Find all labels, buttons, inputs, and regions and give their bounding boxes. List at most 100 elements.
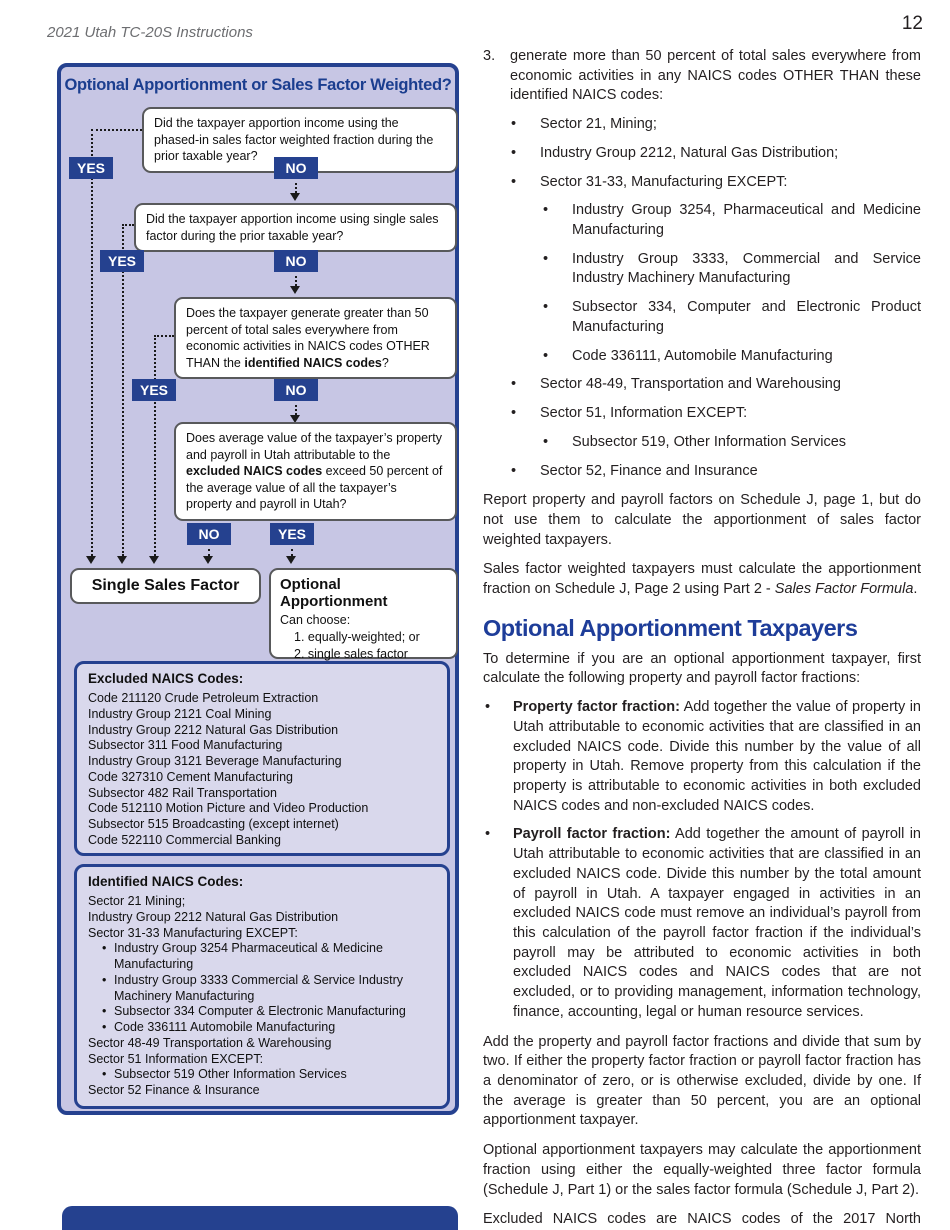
bullet-icon: • <box>543 299 549 316</box>
excluded-naics-title: Excluded NAICS Codes: <box>88 671 244 686</box>
naics-sub-item-text: Subsector 334 Computer & Electronic Manu… <box>114 1004 406 1019</box>
naics-item: Industry Group 2212 Natural Gas Distribu… <box>88 722 339 737</box>
no-badge-3: NO <box>274 379 318 401</box>
arrow-down-icon <box>117 556 127 564</box>
bullet-text: Subsector 334, Computer and Electronic P… <box>572 299 921 335</box>
no-badge-1: NO <box>274 157 318 179</box>
bullet-icon: • <box>511 405 517 422</box>
paragraph-text-italic: Sales Factor Formula <box>774 581 914 598</box>
bullet-text: Subsector 519, Other Information Service… <box>572 433 847 450</box>
naics-bullet-item: •Sector 52, Finance and Insurance <box>483 462 921 482</box>
naics-item: Subsector 515 Broadcasting (except inter… <box>88 817 339 831</box>
dashed-connector <box>291 549 293 556</box>
paragraph-text: Sales factor weighted taxpayers must cal… <box>483 561 921 598</box>
naics-item: Industry Group 2212 Natural Gas Distribu… <box>88 909 339 924</box>
naics-sub-item-text: Subsector 519 Other Information Services <box>114 1067 347 1082</box>
bullet-icon: • <box>511 376 517 393</box>
factor-bullet-property: • Property factor fraction: Add together … <box>483 698 921 816</box>
question-text: Does average value of the taxpayer’s pro… <box>186 431 442 462</box>
question-text: ? <box>381 355 389 370</box>
naics-item: Code 211120 Crude Petroleum Extraction <box>88 691 319 705</box>
question-box-4: Does average value of the taxpayer’s pro… <box>174 422 457 521</box>
naics-bullet-item: • Sector 21, Mining; <box>483 115 921 135</box>
question-box-3: Does the taxpayer generate greater than … <box>174 297 457 379</box>
excluded-naics-box: Excluded NAICS Codes: Code 211120 Crude … <box>74 661 450 856</box>
bullet-lead: Property factor fraction: <box>513 699 680 716</box>
paragraph-sales-factor: Sales factor weighted taxpayers must cal… <box>483 560 921 599</box>
naics-bullet-item: • Sector 51, Information EXCEPT: <box>483 404 921 424</box>
bullet-text: Industry Group 3333, Commercial and Serv… <box>572 250 921 287</box>
naics-sub-bullet-item: •Industry Group 3333, Commercial and Ser… <box>483 250 921 289</box>
no-badge-4: NO <box>187 523 231 545</box>
naics-item: Subsector 311 Food Manufacturing <box>88 738 283 753</box>
section-heading: Optional Apportionment Taxpayers <box>483 614 858 641</box>
dashed-connector <box>295 276 297 286</box>
factor-bullet-payroll: •Payroll factor fraction: Add together t… <box>483 825 921 1022</box>
bullet-icon: • <box>511 116 517 133</box>
optional-choice-line: Can choose: <box>280 613 351 627</box>
bullet-icon: • <box>102 941 107 956</box>
naics-sub-bullet-item: • Subsector 334, Computer and Electronic … <box>483 298 921 337</box>
bullet-text: Sector 21, Mining; <box>540 116 657 133</box>
arrow-down-icon <box>290 193 300 201</box>
arrow-down-icon <box>86 556 96 564</box>
dashed-connector <box>122 224 134 226</box>
naics-bullet-item: •Sector 31-33, Manufacturing EXCEPT: <box>483 173 921 193</box>
page-number: 12 <box>901 13 923 34</box>
yes-badge-4: YES <box>270 523 314 545</box>
flowchart-panel: Optional Apportionment or Sales Factor W… <box>57 63 459 1115</box>
result-single-sales-factor-box: Single Sales Factor <box>70 568 261 604</box>
dashed-connector <box>91 129 142 131</box>
arrow-down-icon <box>290 286 300 294</box>
bullet-text: Industry Group 3254, Pharmaceutical and … <box>572 202 921 239</box>
no-badge-2: NO <box>274 250 318 272</box>
naics-sub-item: •Code 336111 Automobile Manufacturing <box>88 1020 436 1036</box>
naics-sub-bullet-item: •Code 336111, Automobile Manufacturing <box>483 347 921 367</box>
arrow-down-icon <box>149 556 159 564</box>
naics-item: Sector 21 Mining; <box>88 894 186 908</box>
dashed-connector <box>295 183 297 193</box>
arrow-down-icon <box>290 415 300 423</box>
paragraph-report-factors: Report property and payroll factors on S… <box>483 492 921 548</box>
question-text-bold: excluded NAICS codes <box>186 464 323 478</box>
bullet-text: Sector 52, Finance and Insurance <box>540 462 758 479</box>
bullet-icon: • <box>485 699 491 716</box>
bullet-icon: • <box>102 972 107 987</box>
flowchart-title: Optional Apportionment or Sales Factor W… <box>64 76 452 94</box>
dashed-connector <box>154 335 174 337</box>
yes-badge-1: YES <box>69 157 113 179</box>
question-text-bold: identified NAICS codes <box>244 355 382 370</box>
naics-item: Industry Group 2121 Coal Mining <box>88 706 272 721</box>
bullet-text: Add together the amount of payroll in Ut… <box>513 826 921 1020</box>
bullet-text: Add together the value of property in Ut… <box>513 699 921 814</box>
next-panel-top-edge <box>62 1206 458 1230</box>
optional-choice-line: 2. single sales factor <box>294 646 408 661</box>
arrow-down-icon <box>286 556 296 564</box>
bullet-icon: • <box>543 202 549 219</box>
bullet-lead: Payroll factor fraction: <box>513 826 671 843</box>
bullet-text: Sector 51, Information EXCEPT: <box>540 405 748 422</box>
naics-item: Code 512110 Motion Picture and Video Pro… <box>88 801 369 816</box>
naics-bullet-item: •Industry Group 2212, Natural Gas Distri… <box>483 144 921 164</box>
naics-sub-item: •Industry Group 3333 Commercial & Servic… <box>88 973 436 1005</box>
bullet-icon: • <box>543 433 549 450</box>
arrow-down-icon <box>203 556 213 564</box>
identified-naics-title: Identified NAICS Codes: <box>88 874 244 889</box>
paragraph-excluded-codes: Excluded NAICS codes are NAICS codes of … <box>483 1211 921 1228</box>
naics-bullet-item: •Sector 48-49, Transportation and Wareho… <box>483 375 921 395</box>
bullet-icon: • <box>543 347 549 364</box>
question-text: Does the taxpayer generate greater than … <box>186 306 430 370</box>
bullet-icon: • <box>102 1004 107 1019</box>
naics-item: Sector 48-49 Transportation & Warehousin… <box>88 1035 332 1050</box>
naics-item: Sector 52 Finance & Insurance <box>88 1083 260 1097</box>
yes-badge-3: YES <box>132 379 176 401</box>
naics-item: Industry Group 3121 Beverage Manufacturi… <box>88 754 342 768</box>
dashed-connector <box>122 224 124 556</box>
naics-item: Subsector 482 Rail Transportation <box>88 785 277 800</box>
question-text: exceed 50 percent of the average value o… <box>186 464 443 511</box>
document-title: 2021 Utah TC-20S Instructions <box>47 24 253 41</box>
result-label: Single Sales Factor <box>91 577 240 594</box>
bullet-text: Sector 31-33, Manufacturing EXCEPT: <box>540 173 788 190</box>
identified-naics-box: Identified NAICS Codes: Sector 21 Mining… <box>74 864 450 1109</box>
